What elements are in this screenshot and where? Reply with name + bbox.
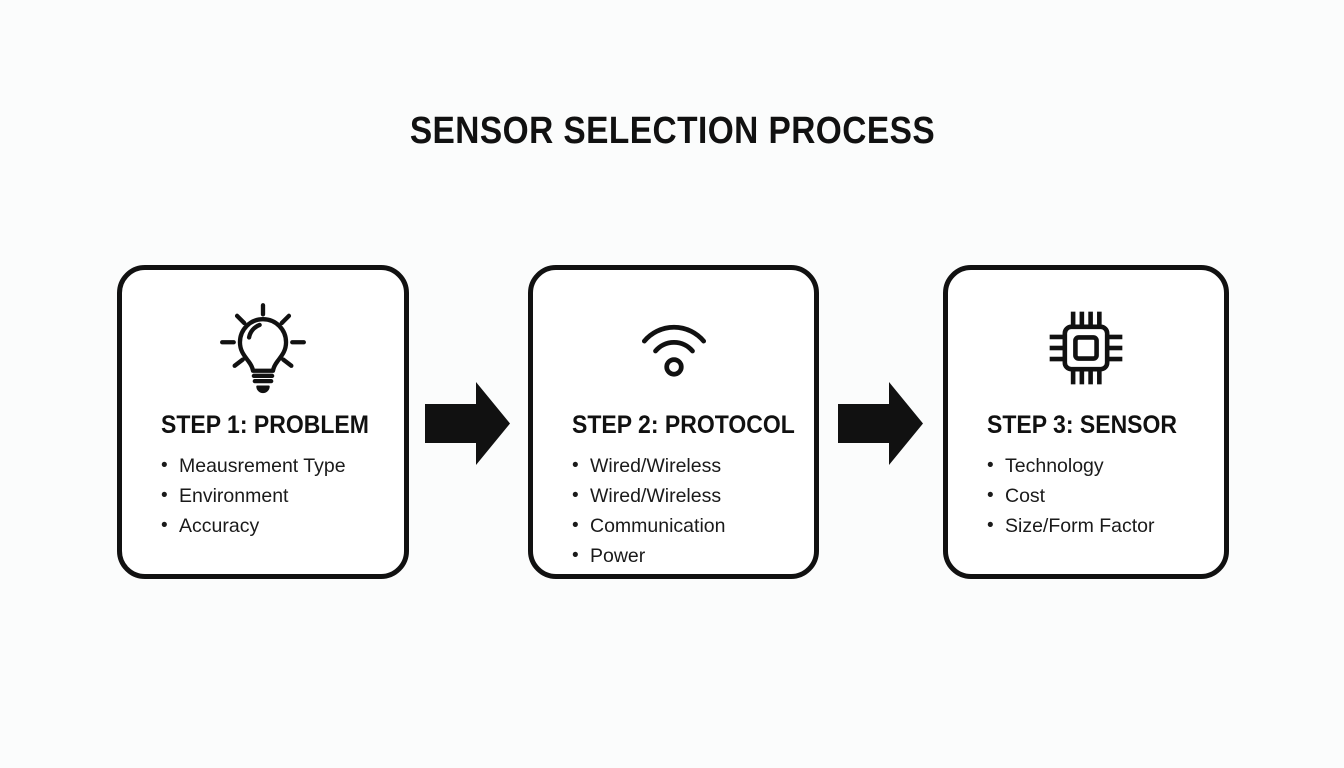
step-bullets: Technology Cost Size/Form Factor — [987, 451, 1224, 541]
page-title-text: SENSOR SELECTION PROCESS — [409, 110, 935, 152]
arrow-right-icon — [838, 382, 923, 465]
step-title: STEP 3: SENSOR — [987, 411, 1224, 440]
step-title-text: STEP 2: PROTOCOL — [572, 411, 795, 439]
bullet-item: Meausrement Type — [161, 451, 404, 481]
step-bullets: Wired/Wireless Wired/Wireless Communicat… — [572, 451, 814, 571]
step-bullets: Meausrement Type Environment Accuracy — [161, 451, 404, 541]
bullet-item: Wired/Wireless — [572, 451, 814, 481]
arrow-right-icon — [425, 382, 510, 465]
step-title: STEP 1: PROBLEM — [161, 411, 404, 440]
step-card-problem: STEP 1: PROBLEM Meausrement Type Environ… — [117, 265, 409, 579]
bullet-item: Technology — [987, 451, 1224, 481]
chip-icon — [987, 300, 1185, 396]
step-title: STEP 2: PROTOCOL — [572, 411, 814, 440]
step-title-text: STEP 3: SENSOR — [987, 411, 1178, 439]
bullet-item: Size/Form Factor — [987, 511, 1224, 541]
step-card-sensor: STEP 3: SENSOR Technology Cost Size/Form… — [943, 265, 1229, 579]
bullet-item: Communication — [572, 511, 814, 541]
bullet-item: Environment — [161, 481, 404, 511]
lightbulb-icon — [161, 300, 365, 396]
step-title-text: STEP 1: PROBLEM — [161, 411, 369, 439]
bullet-item: Accuracy — [161, 511, 404, 541]
bullet-item: Power — [572, 541, 814, 571]
page-title: SENSOR SELECTION PROCESS — [0, 110, 1344, 153]
bullet-item: Wired/Wireless — [572, 481, 814, 511]
bullet-item: Cost — [987, 481, 1224, 511]
wifi-icon — [572, 300, 775, 396]
step-card-protocol: STEP 2: PROTOCOL Wired/Wireless Wired/Wi… — [528, 265, 819, 579]
